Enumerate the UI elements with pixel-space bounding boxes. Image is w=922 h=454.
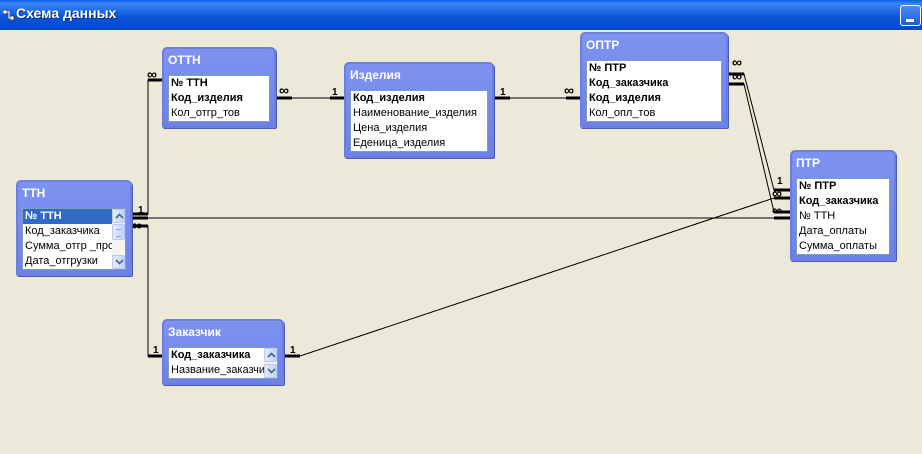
card-one-ptr: 1 — [777, 176, 783, 187]
table-zakazchik-field-list[interactable]: Код_заказчика Название_заказчика — [168, 347, 266, 379]
table-zakazchik[interactable]: Заказчик Код_заказчика Название_заказчик… — [162, 319, 284, 385]
card-many-ttn-zakazchik: ∞ — [132, 217, 142, 233]
card-many-optr-2: ∞ — [732, 68, 742, 84]
table-izdeliya-field-list[interactable]: Код_изделия Наименование_изделия Цена_из… — [350, 90, 488, 152]
window-title: Схема данных — [16, 5, 117, 21]
field-list-item[interactable]: Сумма_оплаты — [799, 240, 877, 252]
field-list-item[interactable]: Еденица_изделия — [353, 137, 446, 149]
table-optr[interactable]: ОПТР № ПТР Код_заказчика Код_изделия Кол… — [580, 32, 728, 128]
rel-ttn-ottn — [132, 79, 162, 215]
field-list-item[interactable]: Кол_отгр_тов — [171, 107, 240, 119]
field-list-item[interactable]: Кол_опл_тов — [589, 107, 656, 119]
rel-zakazchik-ptr — [284, 197, 790, 357]
field-list-item-selected[interactable]: № ТТН — [23, 209, 113, 224]
scroll-down-button[interactable] — [112, 255, 125, 269]
field-list-item[interactable]: Дата_отгрузки — [25, 255, 98, 267]
table-ptr[interactable]: ПТР № ПТР Код_заказчика № ТТН Дата_оплат… — [790, 150, 896, 261]
field-list-item[interactable]: Код_заказчика — [171, 349, 251, 361]
table-ottn-title: ОТТН — [168, 53, 201, 67]
card-one-ttn-ottn: 1 — [138, 205, 144, 216]
rel-optr-ptr-1 — [728, 73, 790, 191]
field-list-item[interactable]: Название_заказчика — [171, 364, 265, 376]
chevron-up-icon — [115, 213, 124, 219]
table-ttn-scrollbar[interactable] — [112, 208, 126, 270]
card-one-izdeliya-optr: 1 — [500, 87, 506, 98]
table-optr-title: ОПТР — [586, 38, 620, 52]
card-one-zakazchik-left: 1 — [153, 345, 159, 356]
table-ptr-title: ПТР — [796, 156, 820, 170]
scroll-down-button[interactable] — [264, 364, 277, 378]
card-one-ottn-izdeliya: 1 — [332, 87, 338, 98]
field-list-item[interactable]: № ПТР — [589, 62, 627, 74]
minimize-button[interactable] — [900, 5, 921, 26]
field-list-item[interactable]: Код_изделия — [353, 92, 425, 104]
field-list-item[interactable]: Дата_оплаты — [799, 225, 867, 237]
card-many-ptr-1: ∞ — [772, 185, 782, 201]
field-list-item[interactable]: Код_заказчика — [589, 77, 669, 89]
relationships-icon — [3, 9, 15, 21]
table-izdeliya-title: Изделия — [350, 68, 401, 82]
table-ottn[interactable]: ОТТН № ТТН Код_изделия Кол_отгр_тов — [162, 47, 276, 128]
table-ottn-field-list[interactable]: № ТТН Код_изделия Кол_отгр_тов — [168, 75, 270, 122]
card-many-izdeliya-optr: ∞ — [564, 82, 574, 98]
table-zakazchik-scrollbar[interactable] — [264, 347, 278, 379]
field-list-item[interactable]: № ПТР — [799, 180, 837, 192]
card-many-optr-1: ∞ — [732, 54, 742, 70]
card-many-ottn-izdeliya: ∞ — [279, 82, 289, 98]
scroll-thumb[interactable] — [112, 224, 125, 240]
table-ttn-field-list[interactable]: № ТТН Код_заказчика Сумма_отгр _про Дата… — [22, 208, 114, 270]
card-many-ttn-ottn: ∞ — [147, 66, 157, 82]
field-list-item[interactable]: Сумма_отгр _про — [25, 240, 113, 252]
table-zakazchik-title: Заказчик — [168, 325, 221, 339]
chevron-up-icon — [267, 352, 276, 358]
table-ptr-field-list[interactable]: № ПТР Код_заказчика № ТТН Дата_оплаты Су… — [796, 178, 890, 255]
field-list-item[interactable]: Наименование_изделия — [353, 107, 478, 119]
table-izdeliya[interactable]: Изделия Код_изделия Наименование_изделия… — [344, 62, 494, 158]
chevron-down-icon — [267, 368, 276, 374]
field-list-item[interactable]: Код_заказчика — [799, 195, 879, 207]
field-list-item[interactable]: № ТТН — [171, 77, 208, 89]
field-list-item[interactable]: Цена_изделия — [353, 122, 428, 134]
window-title-bar[interactable]: Схема данных — [0, 0, 922, 30]
scroll-up-button[interactable] — [264, 348, 277, 362]
table-optr-field-list[interactable]: № ПТР Код_заказчика Код_изделия Кол_опл_… — [586, 60, 722, 122]
field-list-item[interactable]: Код_изделия — [171, 92, 243, 104]
field-list-item[interactable]: Код_изделия — [589, 92, 661, 104]
minimize-icon — [906, 19, 914, 22]
card-one-zakazchik-right: 1 — [290, 345, 296, 356]
table-ttn[interactable]: ТТН № ТТН Код_заказчика Сумма_отгр _про … — [16, 180, 132, 276]
table-ttn-title: ТТН — [22, 186, 46, 200]
field-list-item[interactable]: Код_заказчика — [25, 225, 100, 237]
field-list-item[interactable]: № ТТН — [799, 210, 836, 222]
card-many-ptr-2: ∞ — [772, 202, 782, 218]
chevron-down-icon — [115, 259, 124, 265]
scroll-up-button[interactable] — [112, 209, 125, 223]
rel-ttn-zakazchik — [132, 225, 162, 357]
